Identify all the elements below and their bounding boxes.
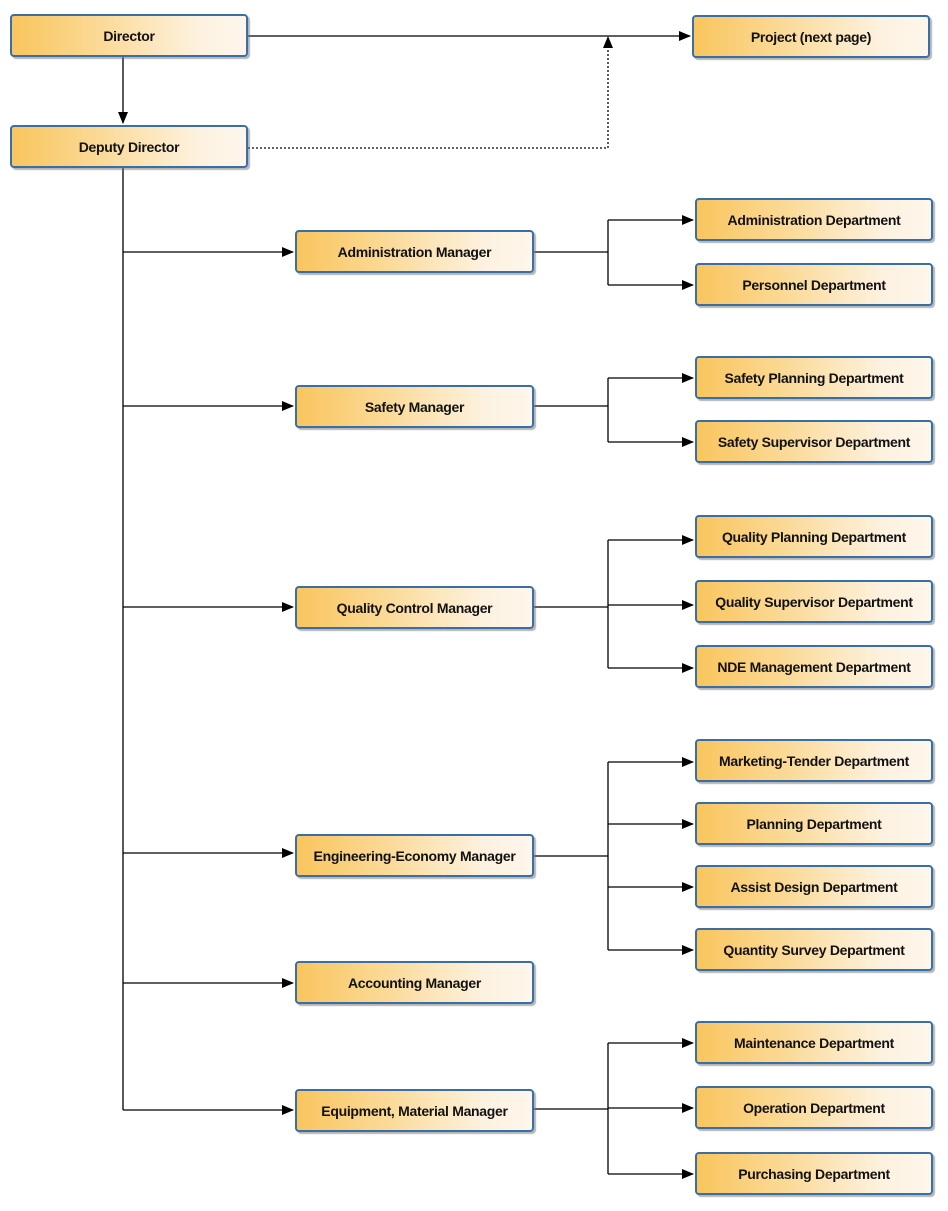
- dept-quality-supervisor: Quality Supervisor Department: [695, 580, 933, 623]
- manager-equipment-material: Equipment, Material Manager: [295, 1089, 534, 1132]
- dept-assist-design: Assist Design Department: [695, 865, 933, 908]
- dept-safety-planning: Safety Planning Department: [695, 356, 933, 399]
- manager-quality-control: Quality Control Manager: [295, 586, 534, 629]
- manager-administration: Administration Manager: [295, 230, 534, 273]
- deputy-to-project-dotted-arrow: [248, 36, 613, 149]
- dept-administration: Administration Department: [695, 198, 933, 241]
- dept-safety-supervisor: Safety Supervisor Department: [695, 420, 933, 463]
- deputy-director-box: Deputy Director: [10, 125, 248, 168]
- dept-quantity-survey: Quantity Survey Department: [695, 928, 933, 971]
- manager-accounting: Accounting Manager: [295, 961, 534, 1004]
- manager-engineering-economy: Engineering-Economy Manager: [295, 834, 534, 877]
- dept-purchasing: Purchasing Department: [695, 1152, 933, 1195]
- dept-nde-management: NDE Management Department: [695, 645, 933, 688]
- dept-planning: Planning Department: [695, 802, 933, 845]
- dept-maintenance: Maintenance Department: [695, 1021, 933, 1064]
- dept-personnel: Personnel Department: [695, 263, 933, 306]
- director-box: Director: [10, 14, 248, 57]
- manager-safety: Safety Manager: [295, 385, 534, 428]
- dept-operation: Operation Department: [695, 1086, 933, 1129]
- project-box: Project (next page): [692, 15, 930, 58]
- dept-marketing-tender: Marketing-Tender Department: [695, 739, 933, 782]
- dept-quality-planning: Quality Planning Department: [695, 515, 933, 558]
